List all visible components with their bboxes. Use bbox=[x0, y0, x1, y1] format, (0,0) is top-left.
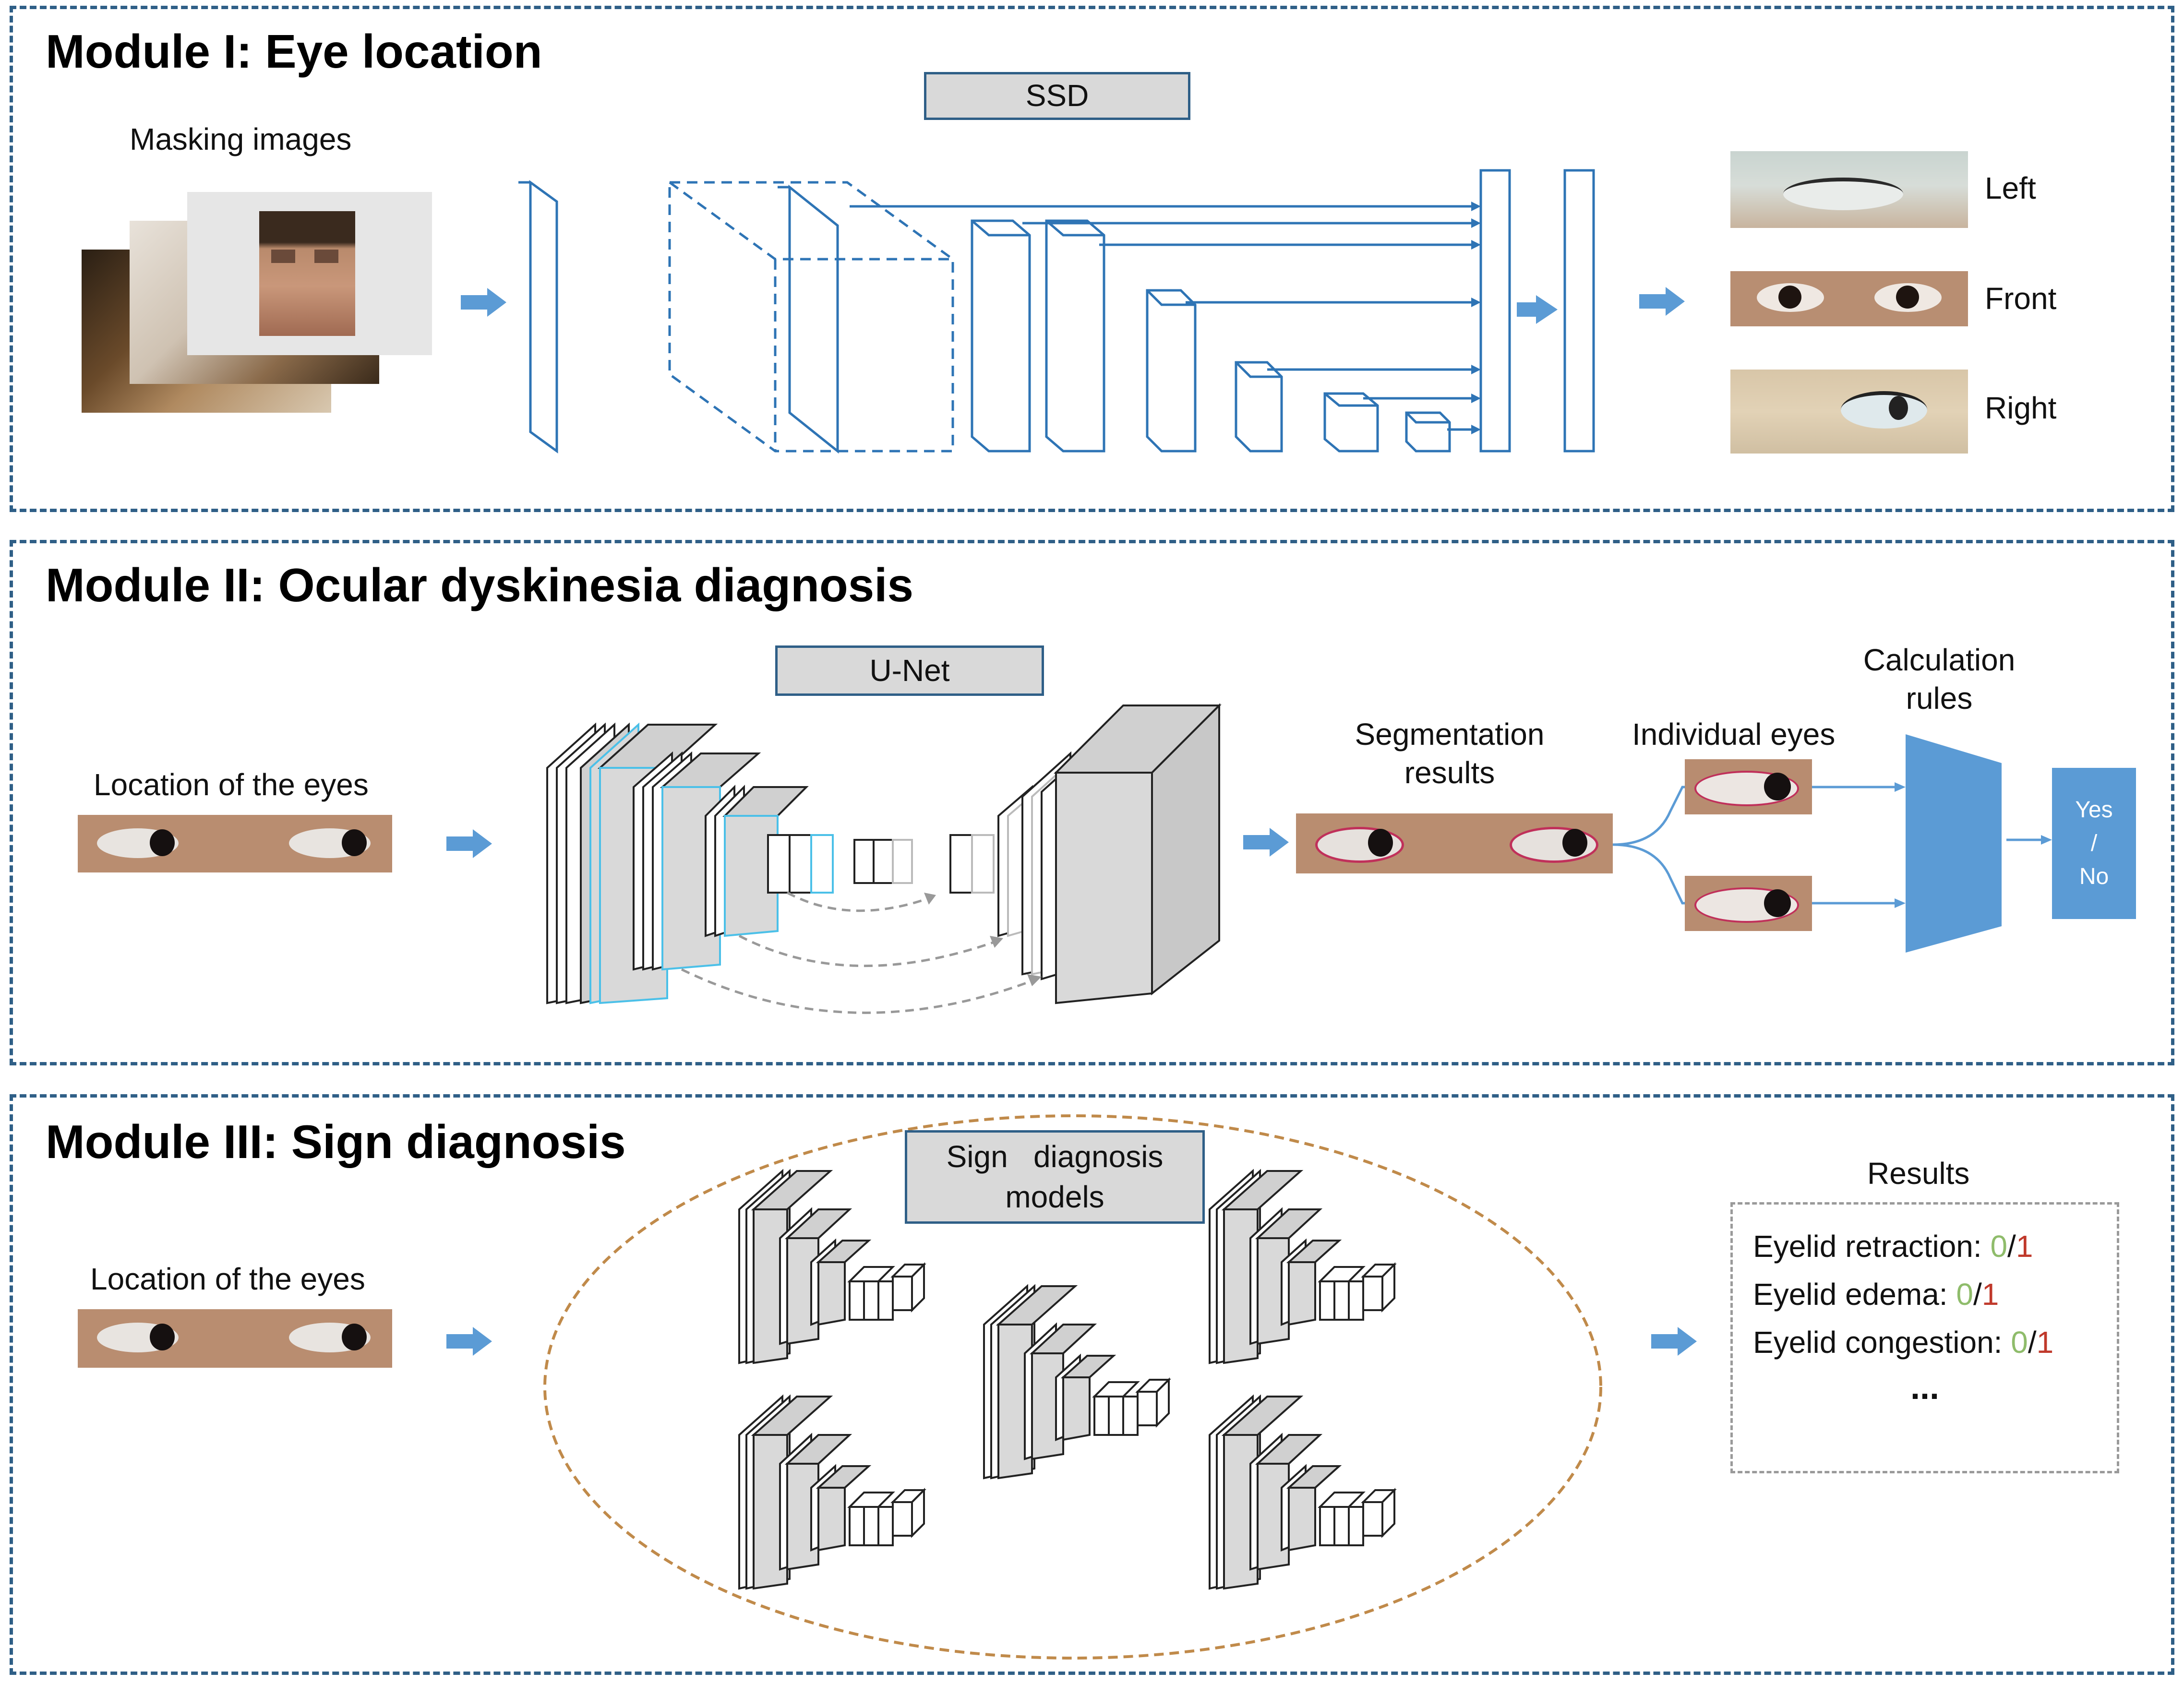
result-label: Eyelid retraction: bbox=[1753, 1229, 1991, 1264]
calc-to-output-arrow bbox=[2006, 835, 2052, 845]
masking-images-label: Masking images bbox=[130, 122, 352, 156]
module-1-title: Module I: Eye location bbox=[46, 25, 542, 78]
calculation-rules-block bbox=[1906, 734, 2002, 953]
ssd-input-slab bbox=[529, 180, 558, 454]
ssd-network bbox=[518, 169, 1595, 454]
results-box: Eyelid retraction: 0/1 Eyelid edema: 0/1… bbox=[1730, 1202, 2119, 1473]
ssd-slab-3 bbox=[971, 219, 1031, 453]
ssd-concat-bar bbox=[1479, 169, 1511, 453]
ssd-box: SSD bbox=[924, 72, 1190, 120]
unet-network bbox=[546, 703, 1222, 1014]
eye-to-calc-connectors bbox=[1812, 782, 1906, 908]
result-label: Eyelid congestion: bbox=[1753, 1325, 2011, 1360]
masking-image-front bbox=[187, 192, 432, 355]
m2-arrow-1 bbox=[446, 829, 492, 858]
module-1-panel bbox=[10, 6, 2174, 512]
individual-eye-top bbox=[1685, 759, 1812, 814]
masking-image-stack bbox=[82, 192, 432, 418]
cnn-model-2 bbox=[1209, 1169, 1397, 1364]
result-zero: 0 bbox=[2011, 1325, 2028, 1360]
calculation-rules-label: Calculation rules bbox=[1863, 643, 2016, 716]
result-slash: / bbox=[1973, 1277, 1982, 1312]
results-ellipsis: ... bbox=[1910, 1368, 1939, 1407]
result-one: 1 bbox=[2036, 1325, 2054, 1360]
ssd-slab-7 bbox=[1323, 392, 1379, 453]
cnn-model-5 bbox=[1209, 1394, 1397, 1590]
sign-diagnosis-models-box: Sign diagnosis models bbox=[905, 1130, 1205, 1224]
segmentation-result-image bbox=[1296, 813, 1613, 873]
ssd-slab-6 bbox=[1235, 361, 1283, 453]
m3-location-label: Location of the eyes bbox=[90, 1262, 365, 1296]
m2-input-eyes bbox=[78, 815, 392, 872]
m2-arrow-2 bbox=[1243, 828, 1289, 857]
result-row: Eyelid retraction: 0/1 bbox=[1753, 1229, 2033, 1264]
m3-input-eyes bbox=[78, 1309, 392, 1368]
module-3-title: Module III: Sign diagnosis bbox=[46, 1115, 626, 1168]
slash-label: / bbox=[2090, 830, 2098, 856]
results-title: Results bbox=[1867, 1156, 1970, 1191]
ssd-slab-4 bbox=[1045, 219, 1105, 453]
module-2-panel bbox=[10, 540, 2174, 1065]
ssd-inner-arrow bbox=[1517, 295, 1558, 324]
yes-label: Yes bbox=[2075, 797, 2113, 823]
result-zero: 0 bbox=[1956, 1277, 1973, 1312]
yes-no-output-box: Yes / No bbox=[2052, 768, 2136, 919]
m3-arrow-1 bbox=[446, 1327, 492, 1356]
individual-eye-bottom bbox=[1685, 876, 1812, 931]
result-one: 1 bbox=[1981, 1277, 1999, 1312]
result-label: Eyelid edema: bbox=[1753, 1277, 1956, 1312]
result-row: Eyelid edema: 0/1 bbox=[1753, 1277, 1999, 1312]
cnn-model-4 bbox=[738, 1394, 926, 1590]
ssd-output-bar bbox=[1563, 169, 1595, 453]
ssd-slab-8 bbox=[1405, 411, 1451, 453]
front-eye-image bbox=[1730, 271, 1968, 326]
ssd-slab-2 bbox=[788, 184, 839, 454]
result-row: Eyelid congestion: 0/1 bbox=[1753, 1325, 2053, 1360]
cnn-model-3 bbox=[983, 1284, 1171, 1480]
models-ellipse bbox=[543, 1114, 1602, 1660]
result-slash: / bbox=[2007, 1229, 2016, 1264]
result-zero: 0 bbox=[1990, 1229, 2008, 1264]
module-2-title: Module II: Ocular dyskinesia diagnosis bbox=[46, 559, 914, 611]
result-one: 1 bbox=[2016, 1229, 2033, 1264]
right-label: Right bbox=[1985, 391, 2057, 425]
no-label: No bbox=[2079, 864, 2109, 890]
m3-arrow-2 bbox=[1651, 1327, 1697, 1356]
right-eye-image bbox=[1730, 370, 1968, 454]
front-label: Front bbox=[1985, 281, 2057, 316]
m2-location-label: Location of the eyes bbox=[94, 767, 369, 802]
result-slash: / bbox=[2028, 1325, 2037, 1360]
segmentation-label: Segmentation results bbox=[1355, 717, 1545, 790]
module-3-panel bbox=[10, 1094, 2174, 1675]
unet-box: U-Net bbox=[775, 645, 1044, 696]
m1-arrow-1 bbox=[461, 288, 506, 317]
ssd-slab-5 bbox=[1146, 289, 1197, 453]
individual-eyes-label: Individual eyes bbox=[1632, 717, 1836, 752]
m1-arrow-2 bbox=[1639, 287, 1685, 316]
left-label: Left bbox=[1985, 171, 2036, 205]
cnn-model-1 bbox=[738, 1169, 926, 1364]
left-eye-image bbox=[1730, 151, 1968, 228]
